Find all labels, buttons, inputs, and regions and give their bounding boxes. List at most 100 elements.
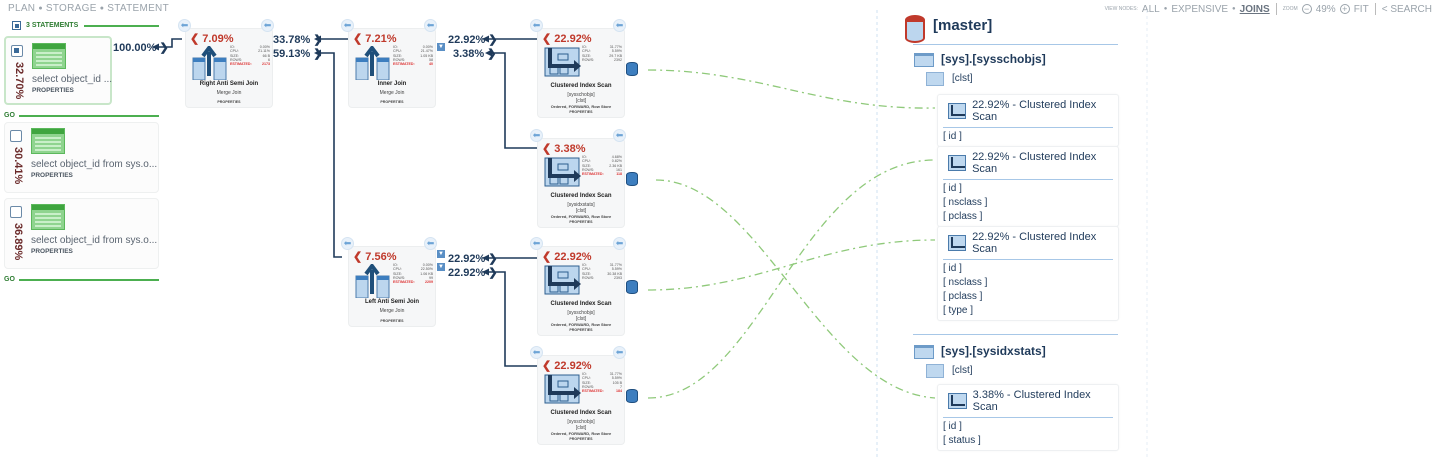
edge-line xyxy=(488,271,537,367)
properties-link[interactable]: PROPERTIES xyxy=(569,437,593,441)
stat-io-value: 0.00% xyxy=(422,263,433,267)
properties-link[interactable]: PROPERTIES xyxy=(32,87,74,94)
node-subtitle: [sysidxstats] xyxy=(567,202,595,208)
table-storage-icon[interactable] xyxy=(626,280,638,294)
table-storage-icon[interactable] xyxy=(626,62,638,76)
stat-cpu-label: CPU: xyxy=(582,159,591,164)
stat-io-value: 0.00% xyxy=(422,45,433,49)
stat-io: IO: 0.00% xyxy=(393,45,433,49)
properties-link[interactable]: PROPERTIES xyxy=(31,172,73,179)
column-list: [ id ][ nsclass ][ pclass ][ type ] xyxy=(938,260,1118,320)
filter-icon[interactable]: ▼ xyxy=(437,43,445,51)
index-name[interactable]: [clst] xyxy=(952,365,973,376)
stat-rows-value: 58 xyxy=(429,57,433,62)
storage-link xyxy=(647,239,936,291)
properties-link[interactable]: PROPERTIES xyxy=(569,110,593,114)
storage-scan-card[interactable]: 22.92% - Clustered Index Scan [ id ][ nsc… xyxy=(937,226,1119,321)
index-name[interactable]: [clst] xyxy=(952,73,973,84)
view-expensive-button[interactable]: EXPENSIVE xyxy=(1171,3,1229,15)
table-icon xyxy=(31,204,65,230)
node-title: Right Anti Semi Join xyxy=(199,81,259,87)
storage-scan-card[interactable]: 22.92% - Clustered Index Scan[ id ][ nsc… xyxy=(937,146,1119,227)
fit-button[interactable]: FIT xyxy=(1353,3,1369,15)
back-arrow-button[interactable]: ⬅ xyxy=(261,19,274,32)
back-arrow-button[interactable]: ⬅ xyxy=(530,129,543,142)
zoom-in-button[interactable]: + xyxy=(1339,4,1350,14)
view-joins-button[interactable]: JOINS xyxy=(1239,3,1270,15)
stat-cpu: CPU:5.59% xyxy=(582,376,622,380)
column-name: [ nsclass ] xyxy=(943,197,988,208)
nav-storage[interactable]: STORAGE xyxy=(45,3,97,14)
stat-estimated-label: ESTIMATED: xyxy=(393,62,415,67)
table-name[interactable]: [sys].[sysidxstats] xyxy=(941,344,1046,358)
column-name: [ pclass ] xyxy=(943,291,983,302)
filter-icon[interactable]: ▼ xyxy=(437,250,445,258)
stat-cpu-value: 22.50% xyxy=(420,267,433,272)
statement-checkbox[interactable] xyxy=(11,45,23,57)
stat-cpu-label: CPU: xyxy=(393,49,402,54)
back-arrow-button[interactable]: ⬅ xyxy=(341,237,354,250)
table-name[interactable]: [sys].[sysschobjs] xyxy=(941,52,1046,66)
statement-checkbox[interactable] xyxy=(10,206,22,218)
back-arrow-button[interactable]: ⬅ xyxy=(530,19,543,32)
table-storage-icon[interactable] xyxy=(626,389,638,403)
properties-link[interactable]: PROPERTIES xyxy=(217,100,241,104)
statement-card[interactable]: 36.89%select object_id from sys.o...PROP… xyxy=(4,198,159,269)
back-arrow-button[interactable]: ⬅ xyxy=(178,19,191,32)
search-button[interactable]: < SEARCH xyxy=(1381,3,1432,15)
stat-rows-label: ROWS: xyxy=(582,384,595,389)
back-arrow-button[interactable]: ⬅ xyxy=(530,237,543,250)
index-scan-icon xyxy=(948,393,967,409)
stat-cpu-value: 5.59% xyxy=(611,376,622,381)
properties-link[interactable]: PROPERTIES xyxy=(380,319,404,323)
zoom-out-button[interactable]: − xyxy=(1301,4,1312,14)
stat-io-label: IO: xyxy=(582,155,587,159)
divider xyxy=(19,279,159,281)
table-icon xyxy=(32,43,66,69)
stat-io-label: IO: xyxy=(393,45,398,49)
properties-link[interactable]: PROPERTIES xyxy=(380,100,404,104)
back-arrow-button[interactable]: ⬅ xyxy=(613,237,626,250)
view-all-button[interactable]: ALL xyxy=(1141,3,1160,15)
storage-scan-card[interactable]: 3.38% - Clustered Index Scan[ id ][ stat… xyxy=(937,384,1119,451)
stat-io-label: IO: xyxy=(230,45,235,49)
back-arrow-button[interactable]: ⬅ xyxy=(613,129,626,142)
back-arrow-button[interactable]: ⬅ xyxy=(530,346,543,359)
scan-label: 22.92% - Clustered Index Scan xyxy=(972,231,1097,255)
back-arrow-button[interactable]: ⬅ xyxy=(613,19,626,32)
index-icon xyxy=(926,72,944,86)
stat-rows: ROWS:161 xyxy=(582,168,622,172)
merge-join-icon xyxy=(192,44,228,81)
stat-cpu-label: CPU: xyxy=(230,49,239,54)
node-subtitle: Merge Join xyxy=(379,90,405,96)
properties-link[interactable]: PROPERTIES xyxy=(569,328,593,332)
index-icon xyxy=(926,364,944,378)
nav-plan[interactable]: PLAN xyxy=(8,3,36,14)
filter-icon[interactable]: ▼ xyxy=(437,263,445,271)
statement-card[interactable]: 30.41%select object_id from sys.o...PROP… xyxy=(4,122,159,193)
statement-card[interactable]: 32.70%select object_id ...PROPERTIES xyxy=(4,36,112,105)
properties-link[interactable]: PROPERTIES xyxy=(31,248,73,255)
select-all-checkbox[interactable] xyxy=(12,21,21,30)
scan-label: 22.92% - Clustered Index Scan xyxy=(972,99,1097,123)
back-arrow-button[interactable]: ⬅ xyxy=(424,19,437,32)
stat-rows: ROWS:6 xyxy=(230,58,270,62)
back-arrow-button[interactable]: ⬅ xyxy=(341,19,354,32)
back-arrow-button[interactable]: ⬅ xyxy=(424,237,437,250)
table-storage-icon[interactable] xyxy=(626,172,638,186)
nav-statement[interactable]: STATEMENT xyxy=(107,3,169,14)
back-arrow-button[interactable]: ⬅ xyxy=(613,346,626,359)
storage-scan-card[interactable]: 22.92% - Clustered Index Scan[ id ] xyxy=(937,94,1119,147)
column-name: [ id ] xyxy=(943,421,962,432)
statement-checkbox[interactable] xyxy=(10,130,22,142)
properties-link[interactable]: PROPERTIES xyxy=(569,220,593,224)
